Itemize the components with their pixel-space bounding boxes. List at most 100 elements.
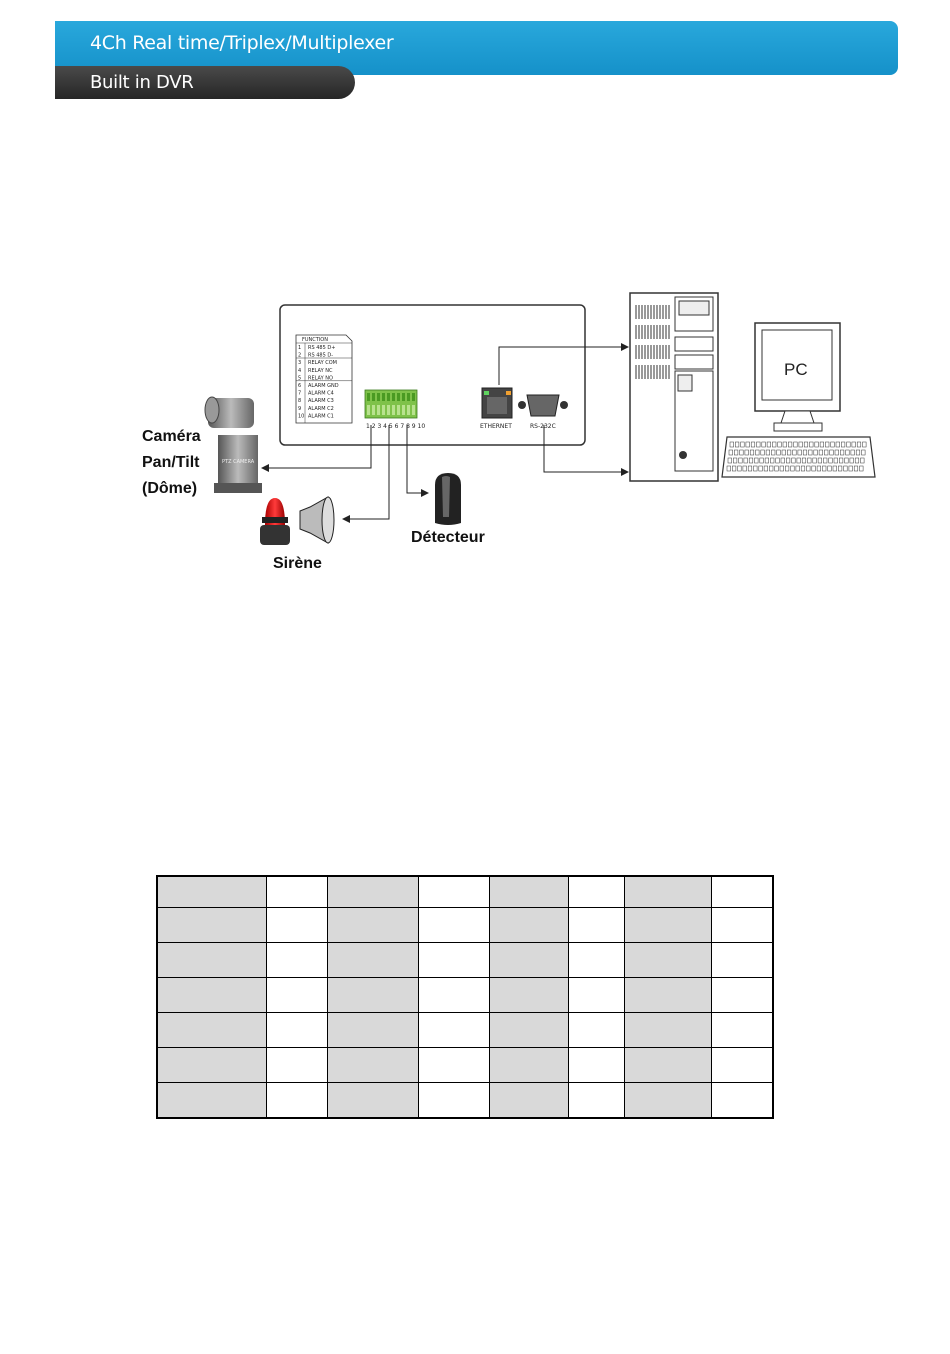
camera-label-line2: Pan/Tilt bbox=[142, 454, 200, 471]
function-row-number: 5 bbox=[298, 375, 301, 381]
table-cell bbox=[156, 1047, 267, 1083]
table-cell bbox=[711, 1012, 774, 1048]
table-cell bbox=[266, 875, 328, 908]
siren-icon bbox=[260, 498, 290, 545]
table-cell bbox=[624, 1012, 712, 1048]
table-cell bbox=[156, 875, 267, 908]
function-row-number: 3 bbox=[298, 360, 301, 366]
table-cell bbox=[418, 1082, 490, 1119]
empty-table bbox=[156, 875, 774, 1119]
table-row bbox=[156, 907, 774, 943]
table-cell bbox=[418, 907, 490, 943]
table-cell bbox=[711, 1047, 774, 1083]
table-cell bbox=[266, 942, 328, 978]
function-row-text: ALARM GND bbox=[308, 383, 339, 389]
table-cell bbox=[711, 875, 774, 908]
table-cell bbox=[156, 907, 267, 943]
connection-lines bbox=[261, 343, 629, 523]
pc-label: PC bbox=[784, 360, 808, 379]
table-cell bbox=[568, 907, 625, 943]
function-row-text: ALARM C2 bbox=[308, 406, 334, 412]
table-cell bbox=[156, 942, 267, 978]
table-cell bbox=[489, 1047, 569, 1083]
table-cell bbox=[568, 1012, 625, 1048]
table-cell bbox=[266, 1082, 328, 1119]
detector-label: Détecteur bbox=[411, 529, 485, 546]
function-row-text: ALARM C4 bbox=[308, 391, 334, 397]
terminal-numbers: 1 2 3 4 5 6 7 8 9 10 bbox=[366, 423, 425, 430]
ethernet-label: ETHERNET bbox=[480, 423, 512, 430]
table-cell bbox=[624, 1047, 712, 1083]
function-row-text: RELAY NC bbox=[308, 368, 333, 374]
table-cell bbox=[568, 977, 625, 1013]
table-row bbox=[156, 1012, 774, 1048]
table-cell bbox=[489, 942, 569, 978]
table-cell bbox=[568, 942, 625, 978]
table-cell bbox=[418, 875, 490, 908]
function-row-number: 7 bbox=[298, 391, 301, 397]
table-cell bbox=[418, 977, 490, 1013]
function-row-number: 6 bbox=[298, 383, 301, 389]
table-row bbox=[156, 1047, 774, 1083]
rs232-port: RS-232C bbox=[518, 394, 568, 430]
table-cell bbox=[418, 942, 490, 978]
table-cell bbox=[266, 977, 328, 1013]
table-cell bbox=[624, 907, 712, 943]
table-cell bbox=[156, 977, 267, 1013]
table-cell bbox=[568, 875, 625, 908]
table-cell bbox=[624, 875, 712, 908]
table-cell bbox=[624, 977, 712, 1013]
table-row bbox=[156, 977, 774, 1013]
function-row-text: RELAY NO bbox=[308, 375, 333, 381]
function-row-text: ALARM C1 bbox=[308, 413, 334, 419]
ptz-camera-icon: PTZ CAMERA bbox=[204, 396, 262, 493]
table-cell bbox=[624, 1082, 712, 1119]
ethernet-port: ETHERNET bbox=[480, 387, 513, 430]
siren-label: Sirène bbox=[273, 555, 322, 572]
table-cell bbox=[489, 907, 569, 943]
function-row-number: 2 bbox=[298, 353, 301, 359]
table-cell bbox=[327, 875, 419, 908]
keyboard-icon bbox=[721, 436, 876, 478]
table-cell bbox=[327, 1082, 419, 1119]
table-cell bbox=[327, 942, 419, 978]
function-row-number: 4 bbox=[298, 368, 301, 374]
function-title: FUNCTION bbox=[302, 337, 328, 343]
function-row-number: 10 bbox=[298, 413, 304, 419]
table-cell bbox=[489, 977, 569, 1013]
table-cell bbox=[266, 1012, 328, 1048]
table-row bbox=[156, 942, 774, 978]
function-row-number: 8 bbox=[298, 398, 301, 404]
function-row-text: ALARM C3 bbox=[308, 398, 334, 404]
header-subtitle: Built in DVR bbox=[90, 72, 194, 93]
table-cell bbox=[711, 942, 774, 978]
table-cell bbox=[711, 977, 774, 1013]
table-cell bbox=[711, 907, 774, 943]
table-row bbox=[156, 1082, 774, 1119]
camera-label-line1: Caméra bbox=[142, 428, 201, 445]
function-row-number: 1 bbox=[298, 345, 301, 351]
table-cell bbox=[711, 1082, 774, 1119]
table-cell bbox=[156, 1012, 267, 1048]
camera-label-line3: (Dôme) bbox=[142, 480, 198, 497]
table-cell bbox=[489, 1012, 569, 1048]
table-cell bbox=[624, 942, 712, 978]
function-row-number: 9 bbox=[298, 406, 301, 412]
table-cell bbox=[489, 875, 569, 908]
table-cell bbox=[327, 1047, 419, 1083]
table-cell bbox=[418, 1012, 490, 1048]
table-cell bbox=[156, 1082, 267, 1119]
table-cell bbox=[568, 1082, 625, 1119]
detector-icon bbox=[435, 473, 461, 525]
table-cell bbox=[266, 1047, 328, 1083]
function-row-text: RS 485 D- bbox=[308, 353, 333, 359]
subheader-bar bbox=[55, 66, 355, 99]
pc-tower-icon bbox=[629, 292, 719, 482]
table-row bbox=[156, 875, 774, 908]
table-cell bbox=[568, 1047, 625, 1083]
table-cell bbox=[266, 907, 328, 943]
table-cell bbox=[489, 1082, 569, 1119]
terminal-block: 1 2 3 4 5 6 7 8 9 10 bbox=[364, 389, 425, 430]
